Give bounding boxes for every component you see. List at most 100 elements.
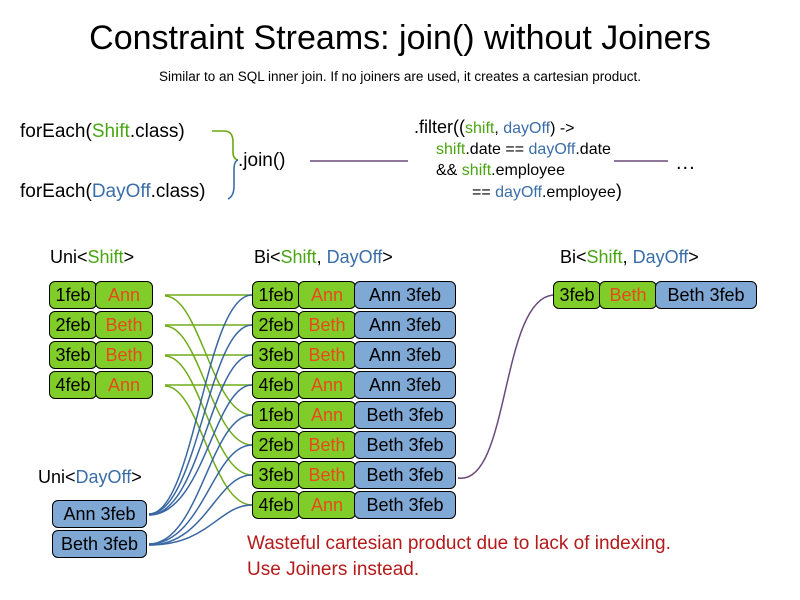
header-bi-middle: Bi<Shift, DayOff>	[254, 246, 393, 268]
bi-shift-date-cell: 4feb	[252, 371, 300, 399]
header-uni-shift-type: Shift	[87, 247, 124, 267]
bi-dayoff-cell: Beth 3feb	[354, 461, 456, 489]
bi-shift-employee-cell: Beth	[298, 431, 356, 459]
filter-l3-shift: shift	[461, 162, 492, 179]
result-shift-employee-cell: Beth	[599, 281, 657, 309]
foreach-dayoff-suffix: .class)	[150, 181, 206, 202]
bi-dayoff-cell: Ann 3feb	[354, 281, 456, 309]
bi-dayoff-cell: Ann 3feb	[354, 371, 456, 399]
dayoff-cell: Beth 3feb	[52, 530, 147, 558]
bi-dayoff-cell: Beth 3feb	[354, 401, 456, 429]
foreach-shift-type: Shift	[91, 121, 130, 142]
result-dayoff-cell: Beth 3feb	[655, 281, 757, 309]
warning-line-2: Use Joiners instead.	[247, 559, 420, 580]
ellipsis-continuation: ...	[676, 152, 696, 174]
header-bi-right-sep: ,	[622, 247, 633, 267]
shift-employee-cell: Beth	[95, 341, 153, 369]
bi-shift-employee-cell: Beth	[298, 311, 356, 339]
filter-line-2: shift.date == dayOff.date	[414, 139, 622, 160]
foreach-shift-suffix: .class)	[129, 121, 185, 142]
bi-dayoff-cell: Beth 3feb	[354, 431, 456, 459]
filter-expression: .filter((shift, dayOff) -> shift.date ==…	[414, 117, 622, 203]
filter-param-comma: ,	[494, 120, 504, 137]
filter-l4-eq: ==	[472, 184, 496, 201]
foreach-dayoff-expression: forEach(DayOff.class)	[20, 180, 206, 204]
shift-employee-cell: Beth	[95, 311, 153, 339]
bi-shift-date-cell: 2feb	[252, 431, 300, 459]
shift-date-cell: 4feb	[49, 371, 97, 399]
filter-l2-shift: shift	[436, 141, 466, 158]
foreach-dayoff-prefix: forEach(	[20, 181, 92, 202]
bi-shift-date-cell: 4feb	[252, 491, 300, 519]
bi-shift-date-cell: 3feb	[252, 461, 300, 489]
filter-l4-dayoff: dayOff	[495, 184, 542, 201]
header-uni-dayoff-type: DayOff	[75, 467, 132, 487]
shift-date-cell: 3feb	[49, 341, 97, 369]
filter-keyword: .filter(	[414, 117, 459, 137]
header-bi-middle-sep: ,	[316, 247, 327, 267]
header-uni-shift-pre: Uni<	[50, 247, 88, 267]
bi-shift-employee-cell: Beth	[298, 341, 356, 369]
header-bi-middle-t2: DayOff	[326, 247, 383, 267]
filter-open-paren: (	[459, 117, 465, 137]
header-uni-dayoff-post: >	[131, 467, 142, 487]
header-uni-shift: Uni<Shift>	[50, 246, 134, 268]
filter-l4-end: .employee	[541, 184, 616, 201]
bi-shift-employee-cell: Ann	[298, 401, 356, 429]
filter-l3-end: .employee	[491, 162, 565, 179]
bi-dayoff-cell: Beth 3feb	[354, 491, 456, 519]
shift-date-cell: 2feb	[49, 311, 97, 339]
bi-shift-employee-cell: Beth	[298, 461, 356, 489]
filter-param-shift: shift	[465, 120, 495, 137]
filter-l3-and: &&	[436, 162, 462, 179]
filter-close-paren: )	[615, 181, 622, 201]
header-bi-right-post: >	[688, 247, 699, 267]
header-uni-shift-post: >	[123, 247, 135, 267]
header-bi-right-t2: DayOff	[632, 247, 689, 267]
shift-employee-cell: Ann	[95, 371, 153, 399]
result-shift-date-cell: 3feb	[553, 281, 601, 309]
header-bi-middle-t1: Shift	[280, 247, 317, 267]
warning-message: Wasteful cartesian product due to lack o…	[247, 531, 671, 583]
uni-dayoff-row[interactable]: Beth 3feb	[52, 530, 147, 558]
foreach-shift-expression: forEach(Shift.class)	[20, 120, 185, 144]
shift-date-cell: 1feb	[49, 281, 97, 309]
filter-param-dayoff: dayOff	[503, 120, 551, 137]
bi-shift-date-cell: 3feb	[252, 341, 300, 369]
foreach-dayoff-type: DayOff	[91, 181, 151, 202]
header-bi-right-pre: Bi<	[560, 247, 587, 267]
uni-dayoff-row[interactable]: Ann 3feb	[52, 500, 147, 528]
bi-shift-date-cell: 1feb	[252, 281, 300, 309]
warning-line-1: Wasteful cartesian product due to lack o…	[247, 533, 671, 554]
header-bi-right-t1: Shift	[586, 247, 623, 267]
dayoff-cell: Ann 3feb	[52, 500, 147, 528]
header-bi-middle-pre: Bi<	[254, 247, 281, 267]
header-uni-dayoff-pre: Uni<	[38, 467, 76, 487]
bi-shift-date-cell: 1feb	[252, 401, 300, 429]
bi-shift-employee-cell: Ann	[298, 371, 356, 399]
bi-shift-employee-cell: Ann	[298, 281, 356, 309]
header-bi-middle-post: >	[382, 247, 393, 267]
filter-line-1: .filter((shift, dayOff) ->	[414, 117, 622, 139]
filter-line-4: == dayOff.employee)	[414, 181, 622, 203]
foreach-shift-prefix: forEach(	[20, 121, 92, 142]
filter-l2-mid: .date ==	[465, 141, 529, 158]
page-title: Constraint Streams: join() without Joine…	[89, 19, 711, 57]
bi-dayoff-cell: Ann 3feb	[354, 311, 456, 339]
filter-arrow: ) ->	[550, 120, 575, 137]
filter-line-3: && shift.employee	[414, 160, 622, 181]
